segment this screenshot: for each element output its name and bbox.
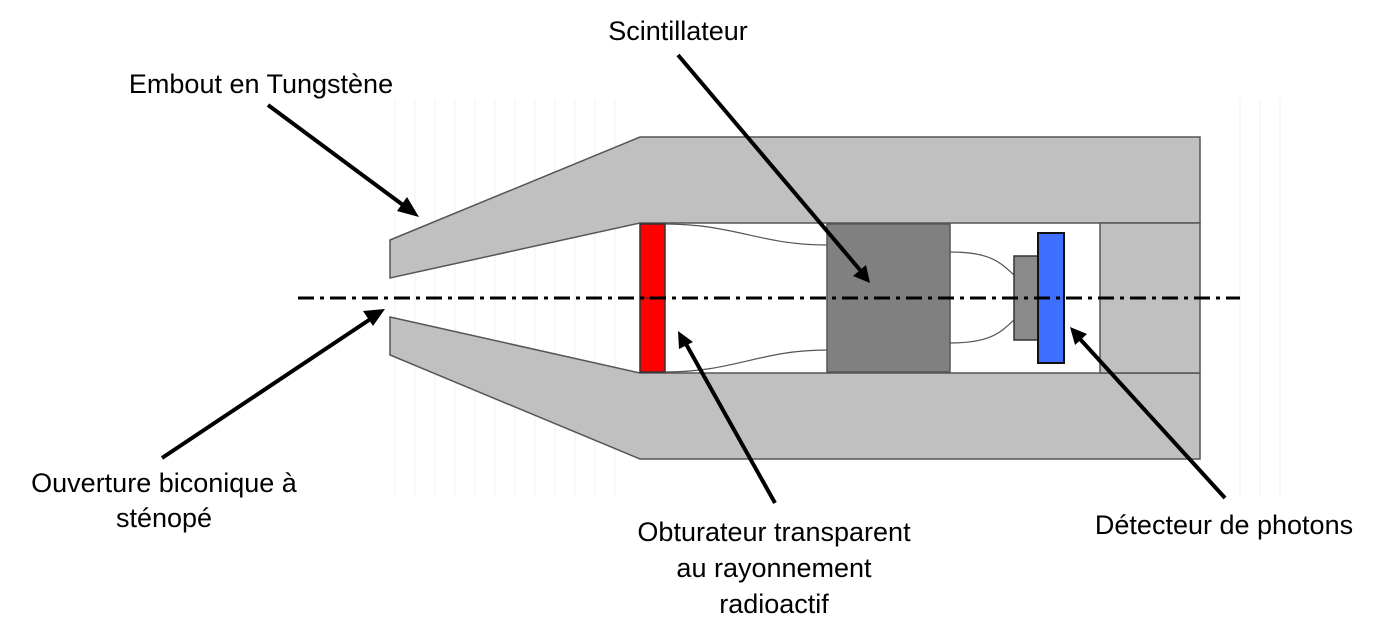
arrow-detector	[1078, 337, 1227, 500]
housing-upper	[389, 136, 1201, 279]
arrow-tip	[266, 103, 409, 210]
arrowhead-detector-icon	[1070, 327, 1087, 345]
label-shutter-line2: au rayonnement	[676, 553, 872, 583]
housing-lower	[389, 316, 1201, 460]
label-shutter-line3: radioactif	[719, 589, 829, 619]
arrows	[160, 53, 1227, 504]
arrow-aperture	[160, 316, 374, 460]
light-guide-curves	[664, 223, 1015, 373]
label-shutter-line1: Obturateur transparent	[637, 517, 911, 547]
arrow-scintillator	[676, 53, 862, 272]
arrowhead-aperture-icon	[363, 309, 385, 326]
label-detector: Détecteur de photons	[1095, 510, 1353, 540]
label-tip: Embout en Tungstène	[129, 69, 393, 99]
label-scintillator: Scintillateur	[608, 16, 748, 46]
label-aperture-line1: Ouverture biconique à	[31, 468, 298, 498]
label-aperture-line2: sténopé	[116, 503, 212, 533]
arrowhead-shutter-icon	[678, 331, 693, 349]
arrow-shutter	[684, 343, 777, 504]
arrowhead-scintillator-icon	[853, 265, 870, 283]
arrowhead-tip-icon	[397, 197, 419, 217]
